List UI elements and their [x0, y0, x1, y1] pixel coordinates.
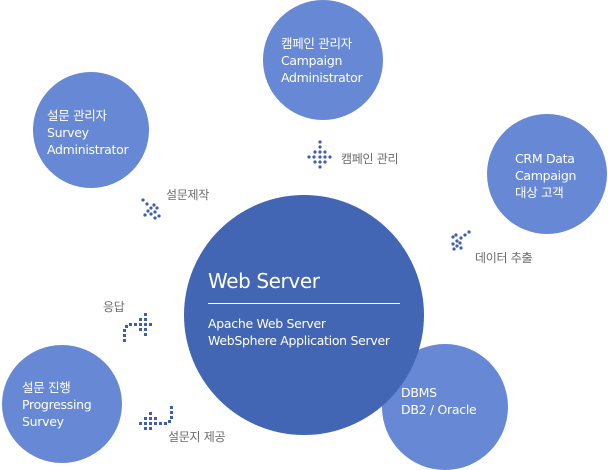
crm-data-node: CRM Data Campaign 대상 고객: [487, 114, 607, 234]
title-divider: [208, 303, 400, 304]
node-label-en: Survey: [22, 414, 64, 429]
node-label-en: CRM Data: [515, 151, 575, 166]
dotted-arrow-down-left-icon: [448, 229, 472, 253]
flow-label-response: 응답: [103, 300, 125, 314]
web-server-node: Web Server Apache Web Server WebSphere A…: [184, 195, 424, 435]
node-label-en: DB2 / Oracle: [401, 402, 477, 417]
node-label-en: Campaign: [515, 168, 577, 183]
web-server-component: WebSphere Application Server: [208, 333, 390, 348]
arrow-response: [123, 313, 152, 342]
node-label-ko: 캠페인 관리자: [281, 36, 352, 51]
arrow-survey-provision: [139, 406, 173, 430]
node-label-en: Administrator: [281, 70, 363, 85]
dotted-arrow-left-icon: [138, 404, 176, 434]
arrow-campaign-management: [307, 140, 332, 169]
node-label-ko: 대상 고객: [515, 185, 564, 200]
dotted-arrow-down-icon: [306, 140, 334, 174]
web-server-title: Web Server: [208, 269, 320, 293]
node-label-ko: 설문 관리자: [47, 108, 107, 123]
campaign-administrator-node: 캠페인 관리자 Campaign Administrator: [263, 0, 383, 120]
survey-administrator-node: 설문 관리자 Survey Administrator: [33, 72, 149, 188]
arrow-data-extraction: [451, 230, 471, 251]
node-label-en: Survey: [47, 125, 89, 140]
node-label-en: Campaign: [281, 53, 343, 68]
flow-label-data-extraction: 데이터 추출: [475, 251, 533, 265]
progressing-survey-node: 설문 진행 Progressing Survey: [2, 345, 122, 463]
node-label-ko: 설문 진행: [22, 380, 71, 395]
arrow-survey-creation: [141, 198, 161, 220]
flow-label-survey-provision: 설문지 제공: [168, 430, 226, 444]
node-label-en: Administrator: [47, 142, 129, 157]
flow-label-campaign-management: 캠페인 관리: [341, 152, 399, 166]
node-label-en: Progressing: [22, 397, 92, 412]
flow-label-survey-creation: 설문제작: [166, 188, 209, 202]
dotted-arrow-right-icon: [120, 310, 158, 344]
node-label-en: DBMS: [401, 385, 437, 400]
dotted-arrow-down-right-icon: [140, 197, 164, 223]
web-server-component: Apache Web Server: [208, 316, 326, 331]
